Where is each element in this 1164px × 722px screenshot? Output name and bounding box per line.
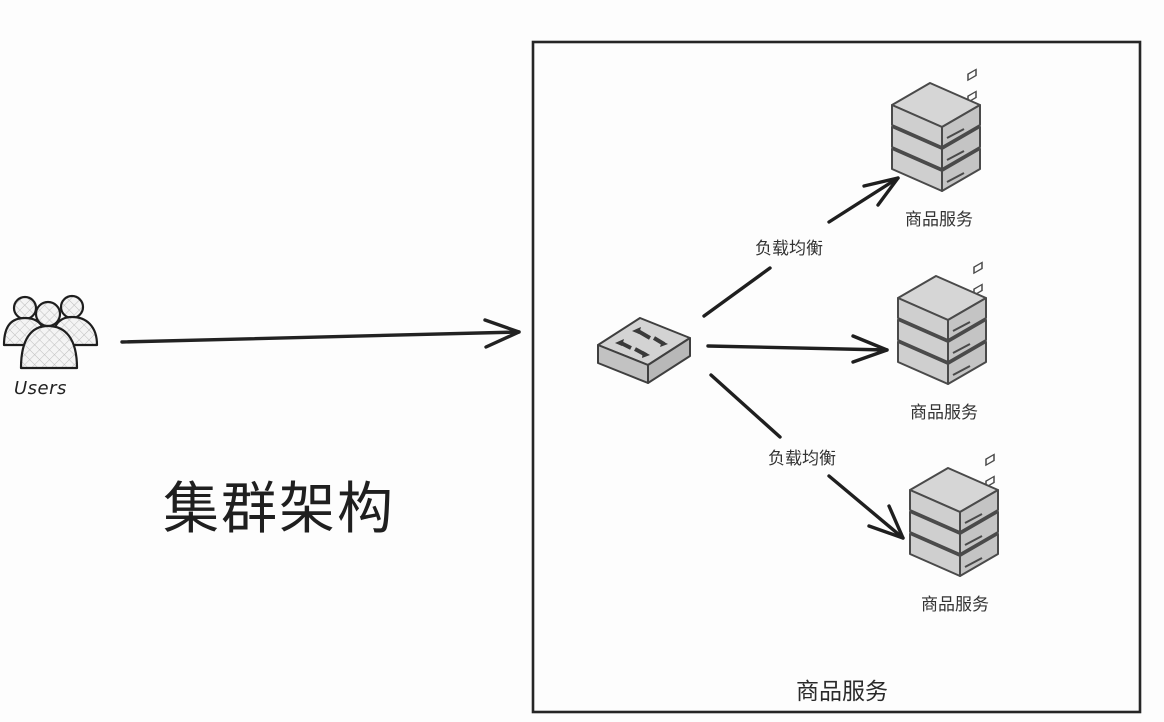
users-label: Users [14,378,67,399]
server-1-label: 商品服务 [905,210,973,230]
edge-label-load-balance-2: 负载均衡 [765,442,839,471]
cluster-boundary [531,40,1142,714]
cluster-label: 商品服务 [796,679,888,705]
switch-to-server-1-arrow [702,176,900,318]
server-3-label: 商品服务 [921,595,989,615]
edge-label-load-balance-1: 负载均衡 [752,232,826,261]
switch-to-server-3-arrow [709,373,905,540]
diagram-title: 集群架构 [163,477,395,542]
switch-to-server-2-arrow [706,334,889,364]
server-1-icon [892,70,980,191]
users-group-icon [2,294,99,370]
server-2-label: 商品服务 [910,403,978,423]
server-2-icon [898,263,986,384]
users-to-cluster-arrow [120,318,521,349]
server-3-icon [910,455,998,576]
network-switch-icon [597,317,691,384]
